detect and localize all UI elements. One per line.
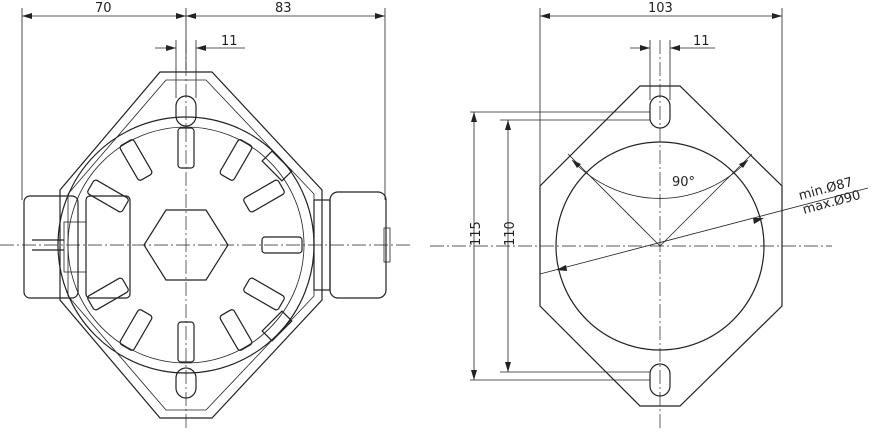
dim-slot-label-right: 11 (693, 34, 710, 49)
flange-outline-right (539, 85, 783, 407)
flange-outline-left (59, 71, 323, 419)
flange-tab-lower (261, 310, 293, 342)
flange-tab-upper (261, 150, 293, 182)
dimension-slot-11-right: 11 (630, 34, 715, 100)
dimension-83: 83 (186, 1, 385, 19)
dim-110-label: 110 (503, 221, 518, 246)
angle-90-label: 90° (672, 175, 695, 190)
dimension-slot-11-left: 11 (155, 34, 245, 98)
dimension-103: 103 (540, 1, 782, 19)
dim-115-label: 115 (469, 221, 484, 246)
dim-83-label: 83 (275, 1, 292, 16)
dim-70-label: 70 (95, 1, 112, 16)
flange-inner-outline-left (67, 79, 315, 411)
dim-slot-label-left: 11 (221, 34, 238, 49)
left-view: 70 83 11 (0, 1, 410, 430)
dim-103-label: 103 (648, 1, 673, 16)
right-view: 103 11 115 110 (430, 1, 869, 430)
dimension-70: 70 (22, 1, 186, 19)
left-connector (23, 195, 131, 299)
